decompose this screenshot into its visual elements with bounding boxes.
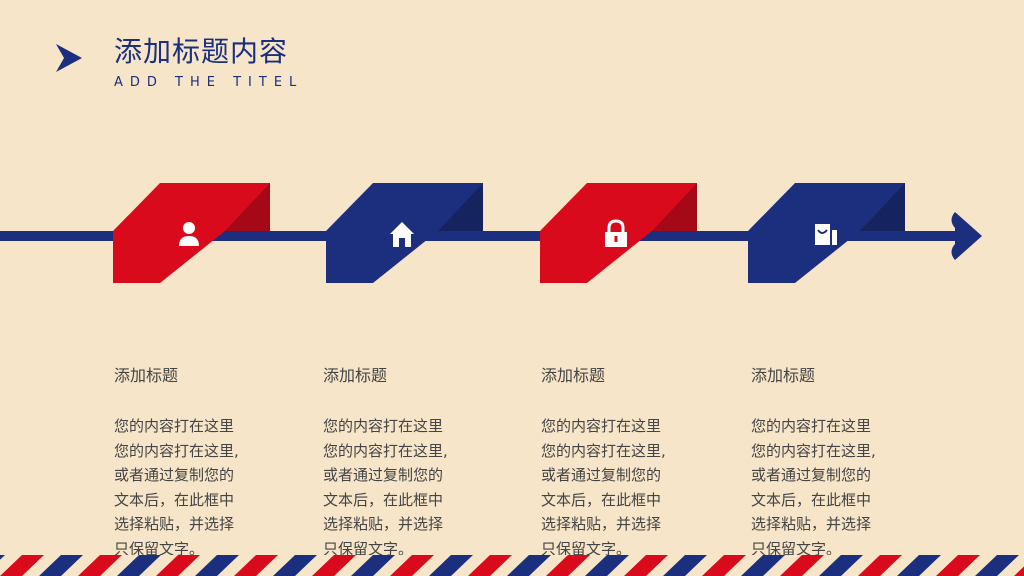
step-body: 您的内容打在这里 您的内容打在这里, 或者通过复制您的 文本后，在此框中 选择粘… (751, 417, 876, 558)
step-heading: 添加标题 (323, 366, 388, 385)
timeline-arrow-head-icon (951, 212, 982, 260)
step-body: 您的内容打在这里 您的内容打在这里, 或者通过复制您的 文本后，在此框中 选择粘… (541, 417, 666, 558)
title-arrow-icon (56, 44, 82, 72)
step-text-2: 添加标题 您的内容打在这里 您的内容打在这里, 或者通过复制您的 文本后，在此框… (323, 362, 513, 561)
airmail-border-strip (0, 555, 1024, 576)
shopping-bag-icon (815, 224, 837, 245)
step-body: 您的内容打在这里 您的内容打在这里, 或者通过复制您的 文本后，在此框中 选择粘… (323, 417, 448, 558)
step-text-4: 添加标题 您的内容打在这里 您的内容打在这里, 或者通过复制您的 文本后，在此框… (751, 362, 941, 561)
timeline-line (0, 231, 960, 241)
page-subtitle: ADD THE TITEL (114, 75, 304, 90)
step-heading: 添加标题 (114, 366, 179, 385)
timeline (0, 183, 982, 283)
step-text-1: 添加标题 您的内容打在这里 您的内容打在这里, 或者通过复制您的 文本后，在此框… (114, 362, 304, 561)
step-heading: 添加标题 (751, 366, 816, 385)
step-heading: 添加标题 (541, 366, 606, 385)
home-icon (390, 222, 414, 247)
page-title: 添加标题内容 (114, 35, 289, 68)
step-body: 您的内容打在这里 您的内容打在这里, 或者通过复制您的 文本后，在此框中 选择粘… (114, 417, 239, 558)
lock-icon (605, 219, 627, 247)
user-icon (179, 222, 199, 246)
step-text-3: 添加标题 您的内容打在这里 您的内容打在这里, 或者通过复制您的 文本后，在此框… (541, 362, 731, 561)
